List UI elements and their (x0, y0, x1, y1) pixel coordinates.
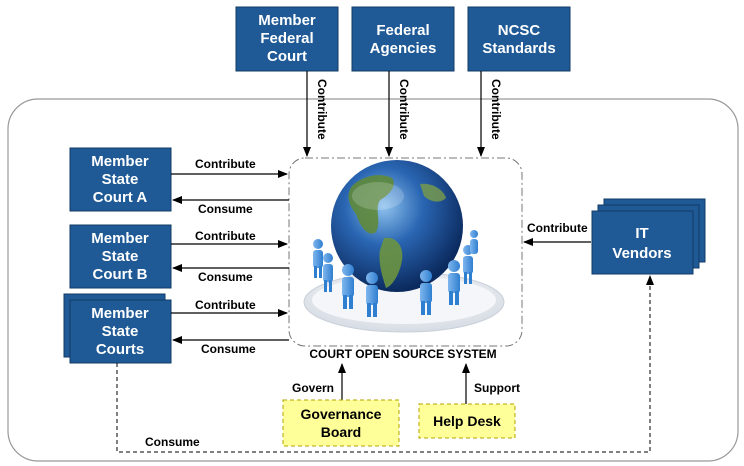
it-vendors-line1: IT (635, 225, 648, 242)
ncsc-standards-box: NCSC Standards (467, 6, 571, 72)
state-courts-stack: Member State Courts (63, 293, 172, 364)
ncsc-standards-line1: NCSC (498, 22, 541, 39)
court-b-contribute-label: Contribute (195, 229, 256, 243)
courts-line2: State (102, 323, 139, 340)
person-figure (420, 270, 432, 315)
system-title: COURT OPEN SOURCE SYSTEM (309, 347, 496, 361)
courts-contribute-label: Contribute (195, 298, 256, 312)
person-figure (470, 230, 478, 254)
court-a-line2: State (102, 171, 139, 188)
it-vendors-stack: IT Vendors (591, 198, 706, 275)
state-court-a-box: Member State Court A (69, 147, 172, 212)
globe-landmass-north-america (348, 175, 394, 234)
federal-agencies-contribute-label: Contribute (397, 79, 411, 140)
court-b-line1: Member (91, 230, 149, 247)
member-federal-court-box: Member Federal Court (235, 6, 339, 72)
court-a-consume-label: Consume (198, 202, 253, 216)
governance-board-box: Governance Board (282, 399, 400, 447)
person-figure (342, 264, 354, 309)
federal-agencies-box: Federal Agencies (351, 6, 455, 72)
person-figure (323, 253, 333, 292)
federal-agencies-line1: Federal (376, 22, 429, 39)
support-label: Support (474, 381, 520, 395)
member-federal-court-line3: Court (267, 48, 307, 65)
ncsc-contribute-label: Contribute (489, 79, 503, 140)
it-vendors-line2: Vendors (612, 245, 671, 262)
courts-line1: Member (91, 305, 149, 322)
help-desk-label: Help Desk (433, 413, 501, 429)
federal-agencies-line2: Agencies (370, 40, 437, 57)
globe-landmass-europe (420, 183, 446, 202)
ncsc-standards-line2: Standards (482, 40, 555, 57)
vendors-consume-label: Consume (145, 435, 200, 449)
help-desk-box: Help Desk (418, 403, 516, 439)
courts-consume-label: Consume (201, 342, 256, 356)
court-b-line3: Court B (93, 266, 148, 283)
member-federal-court-line2: Federal (260, 30, 313, 47)
courts-line3: Courts (96, 341, 144, 358)
governance-board-line1: Governance (301, 406, 382, 422)
people-figures (313, 230, 478, 317)
person-figure (448, 260, 460, 305)
state-court-b-box: Member State Court B (69, 224, 172, 289)
vendors-consume-dashed-arrow (116, 275, 654, 453)
person-figure (366, 272, 378, 317)
member-federal-court-line1: Member (258, 12, 316, 29)
federal-court-contribute-label: Contribute (315, 79, 329, 140)
person-figure (313, 239, 323, 278)
system-boundary (7, 98, 739, 462)
court-a-line3: Court A (93, 189, 148, 206)
court-a-contribute-label: Contribute (195, 157, 256, 171)
globe-landmass-south-america (379, 237, 403, 288)
court-b-consume-label: Consume (198, 270, 253, 284)
court-a-line1: Member (91, 153, 149, 170)
govern-label: Govern (292, 381, 334, 395)
court-b-line2: State (102, 248, 139, 265)
vendors-contribute-label: Contribute (527, 221, 588, 235)
governance-board-line2: Board (321, 424, 361, 440)
